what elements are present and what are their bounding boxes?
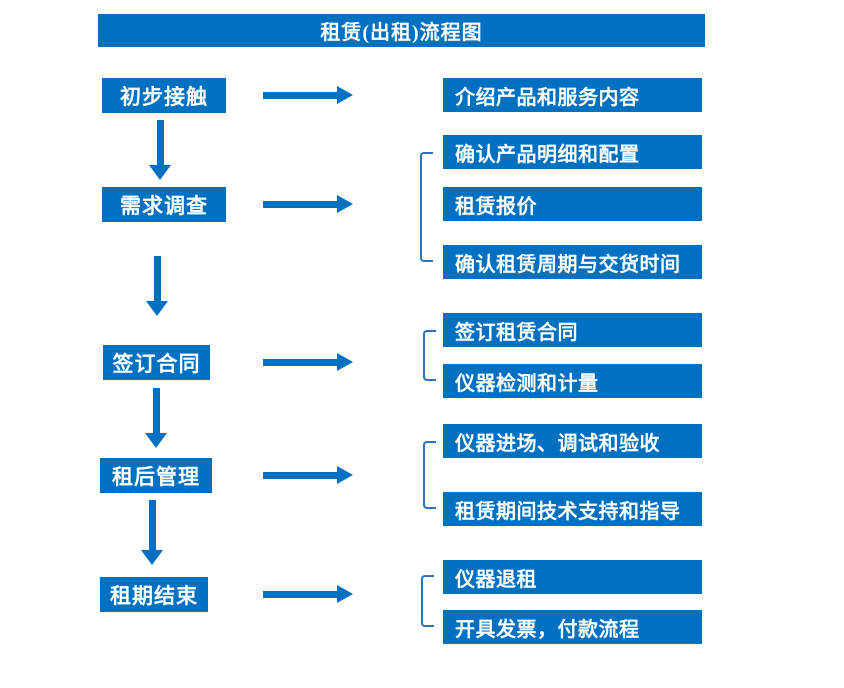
output-box-confirm-details: 确认产品明细和配置 [443, 135, 702, 169]
down-arrow-stem [156, 120, 164, 165]
output-box-confirm-period: 确认租赁周期与交货时间 [443, 245, 702, 279]
right-arrow-connector-4 [263, 466, 353, 484]
bracket-group-sign-contract [423, 330, 436, 381]
down-arrow-head-icon [145, 433, 167, 448]
down-arrow-connector-1 [149, 120, 171, 180]
step-box-post-rental-mgmt: 租后管理 [100, 458, 212, 493]
bracket-group-demand-survey [420, 152, 433, 262]
output-box-rental-quote: 租赁报价 [443, 187, 702, 221]
right-arrow-head-icon [337, 466, 353, 484]
step-box-initial-contact: 初步接触 [102, 78, 226, 113]
down-arrow-head-icon [149, 165, 171, 180]
bracket-group-post-rental-mgmt [423, 441, 436, 509]
step-box-rental-end: 租期结束 [100, 577, 208, 612]
step-box-demand-survey: 需求调查 [102, 187, 226, 222]
page-title: 租赁(出租)流程图 [320, 22, 483, 44]
output-box-sign-rental-contract: 签订租赁合同 [443, 313, 702, 347]
right-arrow-head-icon [337, 86, 353, 104]
down-arrow-connector-2 [146, 256, 168, 316]
right-arrow-stem [263, 200, 337, 208]
output-box-tech-support: 租赁期间技术支持和指导 [443, 492, 702, 526]
right-arrow-connector-3 [263, 353, 353, 371]
output-box-instrument-testing: 仪器检测和计量 [443, 364, 702, 398]
right-arrow-connector-2 [263, 195, 353, 213]
down-arrow-stem [148, 500, 156, 550]
output-box-instrument-return: 仪器退租 [443, 560, 702, 594]
down-arrow-connector-3 [145, 388, 167, 448]
right-arrow-head-icon [337, 585, 353, 603]
right-arrow-stem [263, 358, 337, 366]
right-arrow-head-icon [337, 195, 353, 213]
output-box-instrument-arrival: 仪器进场、调试和验收 [443, 424, 702, 458]
step-box-sign-contract: 签订合同 [103, 345, 210, 380]
right-arrow-head-icon [337, 353, 353, 371]
right-arrow-stem [263, 91, 337, 99]
right-arrow-connector-1 [263, 86, 353, 104]
right-arrow-connector-5 [263, 585, 353, 603]
title-bar: 租赁(出租)流程图 [98, 14, 705, 47]
output-box-invoice-payment: 开具发票，付款流程 [443, 610, 702, 644]
right-arrow-stem [263, 471, 337, 479]
down-arrow-head-icon [141, 550, 163, 565]
bracket-group-rental-end [421, 575, 434, 627]
down-arrow-stem [152, 388, 160, 433]
output-box-intro-products: 介绍产品和服务内容 [443, 78, 702, 112]
down-arrow-stem [153, 256, 161, 301]
down-arrow-head-icon [146, 301, 168, 316]
right-arrow-stem [263, 590, 337, 598]
down-arrow-connector-4 [141, 500, 163, 565]
